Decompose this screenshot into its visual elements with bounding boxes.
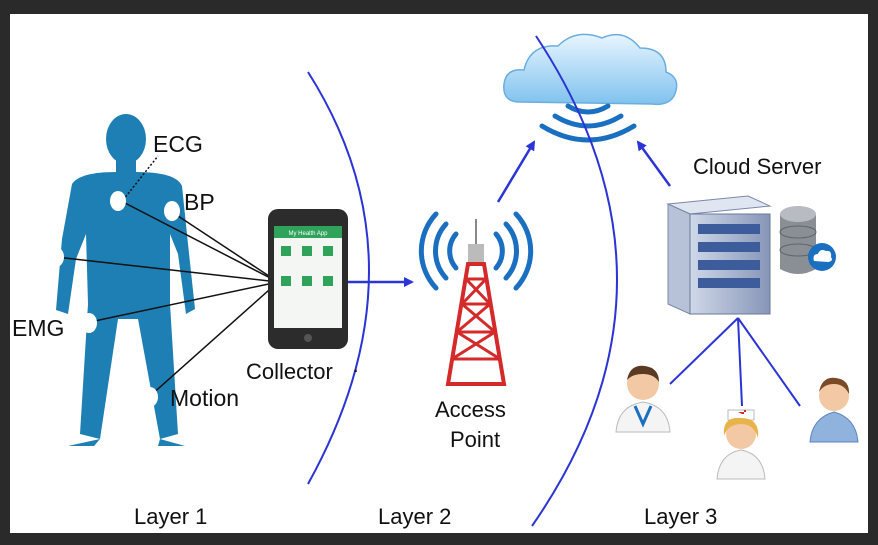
layer-boundary-1 (307, 71, 370, 485)
layer-2-label: Layer 2 (378, 504, 452, 529)
patient-icon (809, 377, 859, 443)
bp-sensor (164, 201, 180, 221)
emg-label: EMG (12, 315, 65, 341)
cloud-server-label: Cloud Server (693, 154, 822, 179)
ecg-sensor (110, 191, 126, 211)
access-point-label-line2: Point (450, 427, 501, 452)
upper-arm-sensor (48, 247, 64, 267)
nurse-icon (716, 409, 766, 480)
sensor-leads (55, 155, 279, 397)
doctor-icon (615, 365, 671, 433)
server-staff-links (669, 317, 801, 407)
collector-dot: · (352, 357, 360, 382)
layer-boundaries (307, 35, 618, 527)
motion-sensor (142, 387, 158, 407)
data-flow-arrows (348, 140, 672, 287)
diagram-svg: My Health App (48, 33, 859, 527)
smartphone-icon: My Health App (268, 209, 348, 349)
ecg-label: ECG (153, 131, 203, 157)
cloud-icon (503, 33, 678, 143)
signal-waves-icon (418, 211, 534, 291)
diagram-canvas: My Health App (10, 14, 868, 533)
layer-3-label: Layer 3 (644, 504, 718, 529)
human-body-icon (56, 114, 195, 446)
motion-label: Motion (170, 385, 240, 411)
sensor-markers (48, 191, 180, 407)
phone-app-title: My Health App (288, 231, 328, 237)
collector-label: Collector (246, 359, 333, 384)
tower-icon (418, 211, 534, 386)
bp-label: BP (184, 189, 215, 215)
access-point-label-line1: Access (435, 397, 506, 422)
layer-boundary-2 (531, 35, 618, 527)
database-icon (779, 206, 836, 274)
emg-sensor (81, 313, 97, 333)
server-icon (666, 195, 772, 315)
layer-1-label: Layer 1 (134, 504, 208, 529)
